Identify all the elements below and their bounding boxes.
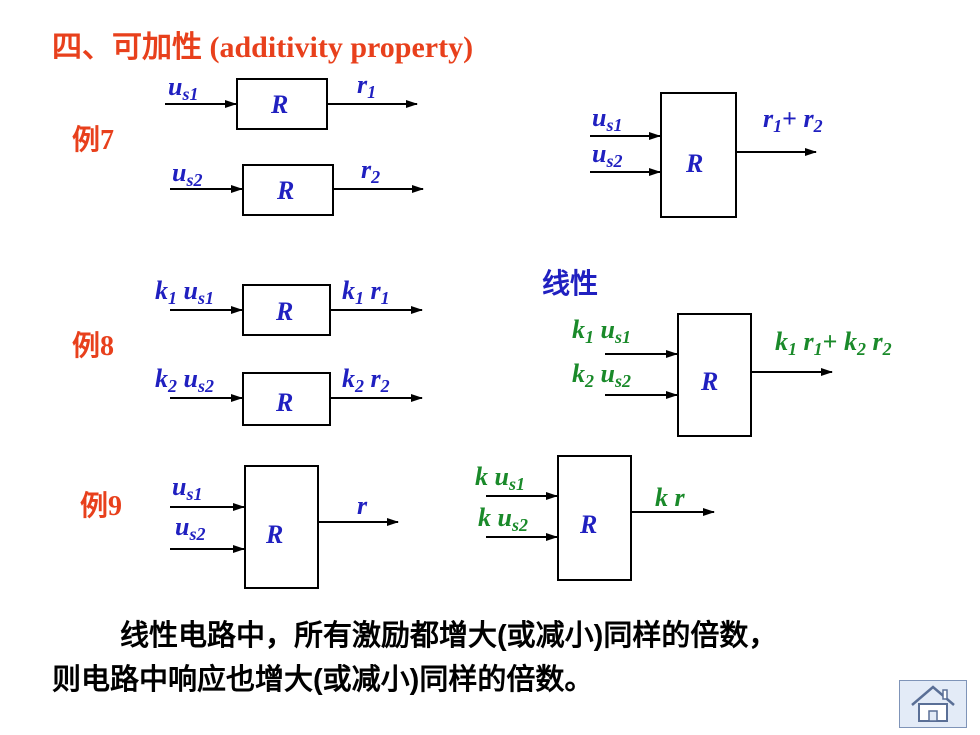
example-8-label: 例8 (72, 331, 115, 362)
example-7-label: 例7 (72, 125, 115, 156)
svg-text:k1 r1+ k2 r2: k1 r1+ k2 r2 (775, 327, 892, 359)
svg-text:k us2: k us2 (478, 503, 528, 535)
home-icon (911, 685, 955, 722)
svg-text:r2: r2 (361, 155, 380, 187)
svg-text:k2 us2: k2 us2 (572, 359, 631, 391)
svg-text:r1: r1 (357, 70, 376, 102)
svg-text:k1 us1: k1 us1 (572, 315, 631, 347)
block-R-label: R (270, 90, 288, 119)
svg-text:us2: us2 (175, 512, 205, 544)
block-R-label: R (700, 367, 718, 396)
ex7-block-1: R us1 r1 (165, 70, 418, 130)
ex9-scaled-block: R k us1 k us2 k r (475, 455, 715, 581)
ex8-combined-block: R k1 us1 k2 us2 k1 r1+ k2 r2 (572, 313, 892, 437)
svg-text:k r: k r (655, 483, 686, 512)
svg-text:us1: us1 (168, 72, 198, 104)
block-R-label: R (579, 510, 597, 539)
block-R-label: R (275, 388, 293, 417)
ex9-block: R us1 us2 r (170, 465, 399, 589)
ex7-block-2: R us2 r2 (170, 155, 424, 216)
ex8-block-2: R k2 us2 k2 r2 (155, 364, 423, 426)
block-R-label: R (265, 520, 283, 549)
svg-text:k us1: k us1 (475, 462, 525, 494)
svg-text:us1: us1 (592, 103, 622, 135)
svg-text:r: r (357, 491, 368, 520)
svg-text:us2: us2 (172, 158, 202, 190)
example-9-label: 例9 (80, 491, 123, 522)
svg-text:r1+ r2: r1+ r2 (763, 104, 823, 136)
block-R-label: R (275, 297, 293, 326)
linear-label: 线性 (542, 268, 599, 299)
conclusion-line-1: 线性电路中，所有激励都增大(或减小)同样的倍数， (120, 620, 778, 652)
svg-text:k2 us2: k2 us2 (155, 364, 214, 396)
block-R-label: R (276, 176, 294, 205)
ex7-combined-block: R us1 us2 r1+ r2 (590, 92, 823, 218)
home-button[interactable] (899, 680, 967, 728)
slide-title: 四、可加性 (additivity property) (52, 31, 474, 64)
conclusion-line-2: 则电路中响应也增大(或减小)同样的倍数。 (52, 664, 594, 696)
svg-text:us1: us1 (172, 472, 202, 504)
svg-text:us2: us2 (592, 139, 622, 171)
svg-text:k1 us1: k1 us1 (155, 276, 214, 308)
svg-text:k1 r1: k1 r1 (342, 276, 390, 308)
ex8-block-1: R k1 us1 k1 r1 (155, 276, 423, 336)
svg-text:k2 r2: k2 r2 (342, 364, 390, 396)
block-R-label: R (685, 149, 703, 178)
